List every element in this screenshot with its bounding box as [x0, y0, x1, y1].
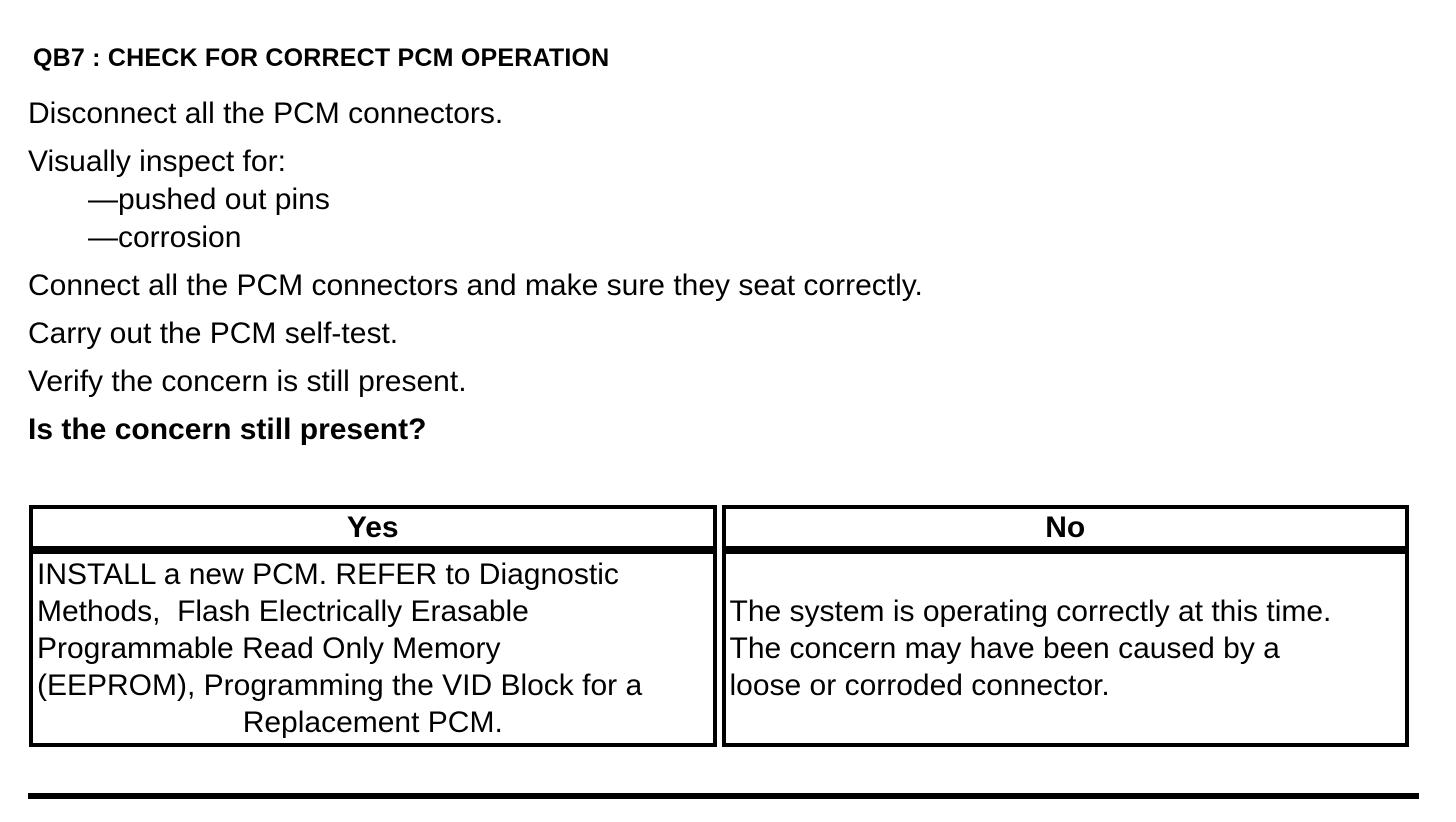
bottom-rule	[28, 793, 1419, 799]
yes-cell-line: Programmable Read Only Memory	[37, 632, 501, 665]
inspect-item-pushed-pins: —pushed out pins	[88, 183, 330, 216]
inspect-item-corrosion: —corrosion	[88, 221, 242, 254]
table-header-no: No	[721, 505, 1409, 550]
yes-cell-line: INSTALL a new PCM. REFER to Diagnostic	[37, 558, 619, 591]
procedure-heading: QB7 : CHECK FOR CORRECT PCM OPERATION	[33, 44, 610, 72]
decision-question: Is the concern still present?	[28, 413, 427, 446]
step-self-test: Carry out the PCM self-test.	[28, 317, 399, 350]
no-cell-line: The concern may have been caused by a	[729, 632, 1280, 665]
step-connect: Connect all the PCM connectors and make …	[28, 269, 923, 302]
decision-table-body-row: INSTALL a new PCM. REFER to Diagnostic M…	[29, 550, 1409, 747]
step-verify-concern: Verify the concern is still present.	[28, 365, 467, 398]
decision-table-header-row: Yes No	[29, 505, 1409, 550]
no-cell-line: loose or corroded connector.	[729, 669, 1110, 702]
no-action-cell: The system is operating correctly at thi…	[721, 550, 1409, 747]
yes-cell-line: Methods, Flash Electrically Erasable	[37, 595, 529, 628]
step-disconnect: Disconnect all the PCM connectors.	[28, 97, 504, 130]
no-cell-line: The system is operating correctly at thi…	[729, 595, 1332, 628]
yes-action-cell: INSTALL a new PCM. REFER to Diagnostic M…	[29, 550, 717, 747]
step-visually-inspect: Visually inspect for:	[28, 145, 286, 178]
table-header-yes: Yes	[29, 505, 717, 550]
yes-cell-line: (EEPROM), Programming the VID Block for …	[37, 669, 643, 702]
yes-cell-line: Replacement PCM.	[242, 706, 503, 739]
decision-table: Yes No INSTALL a new PCM. REFER to Diagn…	[24, 505, 1414, 747]
